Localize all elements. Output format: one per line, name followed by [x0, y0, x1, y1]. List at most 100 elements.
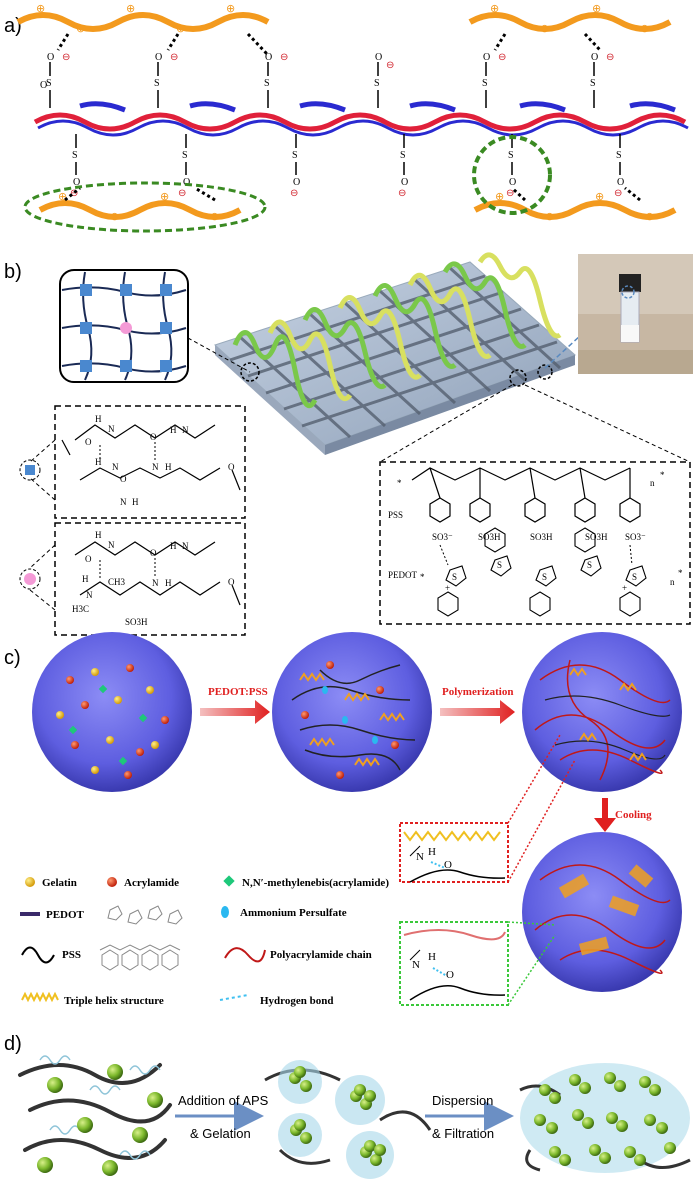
arrow-polymerization: Polymerization: [440, 686, 515, 724]
svg-text:CH3: CH3: [108, 577, 126, 587]
network-box: [59, 269, 189, 383]
svg-text:S: S: [508, 150, 514, 161]
svg-text:+: +: [622, 583, 627, 593]
final-network: [519, 1063, 691, 1173]
panel-d-label: d): [4, 1033, 22, 1055]
arrow-gelation: Addition of APS & Gelation: [175, 1093, 269, 1141]
svg-text:H: H: [428, 951, 436, 963]
zoom-line-red-1: [507, 734, 561, 824]
svg-text:⊕: ⊕: [126, 2, 135, 15]
svg-text:⊕: ⊕: [58, 190, 67, 203]
svg-text:O: O: [85, 554, 92, 564]
zoom-line-red-2: [507, 759, 576, 883]
svg-text:H: H: [95, 414, 102, 424]
svg-text:⊖: ⊖: [506, 188, 514, 199]
svg-text:⊕: ⊕: [176, 22, 185, 35]
svg-text:O: O: [150, 548, 157, 558]
svg-text:⊖: ⊖: [290, 188, 298, 199]
svg-text:*: *: [678, 568, 683, 578]
svg-text:H: H: [428, 846, 436, 858]
svg-text:⊕: ⊕: [640, 22, 649, 35]
svg-text:Acrylamide: Acrylamide: [124, 877, 179, 889]
svg-text:H: H: [95, 457, 102, 467]
svg-text:⊕: ⊕: [490, 2, 499, 15]
svg-text:O: O: [293, 177, 300, 188]
pedot-chain-bottom-left: [38, 200, 242, 220]
svg-text:⊖: ⊖: [614, 188, 622, 199]
pedot-pss-structure: * n * PSS SO3⁻ SO3H SO3H SO3H SO3⁻ PEDOT…: [379, 461, 691, 625]
ionic-interactions: [56, 32, 641, 202]
svg-text:SO3⁻: SO3⁻: [432, 532, 453, 542]
svg-text:⊖: ⊖: [280, 52, 288, 63]
svg-text:N: N: [416, 851, 424, 863]
precursor-mixture: [18, 1055, 172, 1176]
svg-text:⊕: ⊕: [210, 210, 219, 223]
svg-text:PEDOT: PEDOT: [388, 570, 418, 580]
svg-text:H: H: [165, 578, 172, 588]
svg-text:N: N: [412, 959, 420, 971]
svg-text:⊕: ⊕: [36, 2, 45, 15]
connector-pedot-2: [524, 384, 691, 463]
svg-text:S: S: [374, 78, 380, 89]
svg-text:S: S: [154, 78, 160, 89]
svg-text:O: O: [183, 177, 190, 188]
svg-text:⊕: ⊕: [226, 2, 235, 15]
svg-text:Polymerization: Polymerization: [442, 686, 513, 698]
svg-text:O: O: [40, 80, 47, 91]
pss-backbone-blue: [37, 119, 689, 137]
svg-text:⊕: ⊕: [595, 190, 604, 203]
sulfonate-groups-upper: O S O ⊖ S O ⊖ S O ⊖ S: [40, 52, 614, 108]
svg-text:N,N′-methylenebis(acrylamide): N,N′-methylenebis(acrylamide): [242, 877, 389, 889]
svg-text:H: H: [95, 530, 102, 540]
svg-text:& Filtration: & Filtration: [432, 1126, 494, 1141]
svg-text:⊕: ⊕: [495, 190, 504, 203]
positive-charges: ⊕ ⊕ ⊕ ⊕ ⊕ ⊕ ⊕ ⊕ ⊕ ⊕ ⊕ ⊕ ⊕ ⊕ ⊕ ⊕ ⊕: [36, 2, 654, 223]
svg-text:Polyacrylamide chain: Polyacrylamide chain: [270, 949, 372, 961]
svg-text:S: S: [616, 150, 622, 161]
svg-text:& Gelation: & Gelation: [190, 1126, 251, 1141]
sphere-cooled: [522, 832, 682, 992]
svg-text:⊖: ⊖: [70, 188, 78, 199]
svg-text:S: S: [542, 572, 547, 582]
svg-text:n: n: [670, 577, 675, 587]
svg-text:N: N: [112, 462, 119, 472]
sulfonate-groups-lower: S O ⊖ S O ⊖ S O ⊖ S: [70, 134, 624, 199]
svg-text:N: N: [120, 497, 127, 507]
svg-text:O: O: [155, 52, 162, 63]
panel-b-label: b): [4, 261, 22, 283]
svg-text:Ammonium Persulfate: Ammonium Persulfate: [240, 907, 347, 919]
svg-text:O: O: [375, 52, 382, 63]
svg-text:H3C: H3C: [72, 604, 89, 614]
svg-text:O: O: [483, 52, 490, 63]
svg-text:O: O: [120, 474, 127, 484]
svg-text:PSS: PSS: [388, 510, 403, 520]
svg-text:+: +: [445, 583, 450, 593]
svg-text:SO3H: SO3H: [530, 532, 553, 542]
svg-text:S: S: [497, 560, 502, 570]
svg-text:⊕: ⊕: [110, 210, 119, 223]
svg-text:*: *: [397, 478, 402, 488]
svg-text:H: H: [165, 462, 172, 472]
legend: Gelatin Acrylamide N,N′-methylenebis(acr…: [20, 875, 389, 1007]
pss-backbone-red: [33, 112, 687, 132]
svg-text:O: O: [446, 969, 454, 981]
svg-text:O: O: [228, 577, 235, 587]
gelation-clusters: [264, 1060, 432, 1179]
arrow-filtration: Dispersion & Filtration: [425, 1093, 514, 1141]
svg-text:⊕: ⊕: [592, 2, 601, 15]
svg-text:N: N: [86, 590, 93, 600]
svg-text:N: N: [152, 578, 159, 588]
svg-text:⊖: ⊖: [170, 52, 178, 63]
svg-text:O: O: [47, 52, 54, 63]
svg-text:O: O: [73, 177, 80, 188]
svg-text:N: N: [108, 540, 115, 550]
svg-text:⊖: ⊖: [386, 60, 394, 71]
svg-text:S: S: [400, 150, 406, 161]
chem-box-pink: H N O O H N H N CH3 N H H3C SO3H O: [19, 522, 246, 636]
svg-text:⊕: ⊕: [540, 22, 549, 35]
svg-text:⊖: ⊖: [498, 52, 506, 63]
svg-text:S: S: [264, 78, 270, 89]
svg-text:n: n: [650, 478, 655, 488]
svg-text:*: *: [660, 470, 665, 480]
